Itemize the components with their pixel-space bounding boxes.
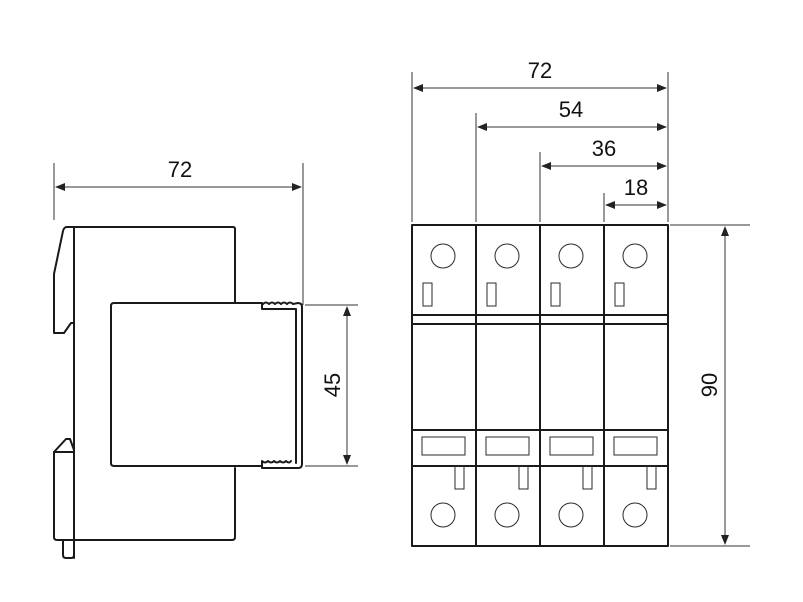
side-body-bottom xyxy=(53,467,236,541)
din-clip-bottom xyxy=(53,451,75,538)
terminal-screw-top-icon xyxy=(494,243,520,269)
status-indicator-window xyxy=(549,436,594,456)
terminal-screw-bottom-icon xyxy=(622,502,648,528)
module-outline xyxy=(475,224,541,547)
terminal-screw-bottom-icon xyxy=(494,502,520,528)
bottom-terminal-slot xyxy=(646,465,657,490)
front-cap-grip-grooves xyxy=(261,301,303,469)
bottom-terminal-slot xyxy=(518,465,529,490)
front-cap-inner xyxy=(261,302,297,464)
module-outline xyxy=(603,224,669,547)
terminal-screw-bottom-icon xyxy=(558,502,584,528)
top-terminal-slot xyxy=(614,282,625,307)
side-front-body xyxy=(110,302,263,467)
side-width-label: 72 xyxy=(168,157,192,182)
terminal-screw-top-icon xyxy=(622,243,648,269)
modules-group xyxy=(411,224,669,547)
top-terminal-slot xyxy=(550,282,561,307)
top-terminal-slot xyxy=(486,282,497,307)
status-indicator-window xyxy=(421,436,466,456)
side-view: 72 45 xyxy=(53,157,358,559)
front-width-label-18: 18 xyxy=(624,175,648,200)
terminal-screw-bottom-icon xyxy=(430,502,456,528)
din-clip-top xyxy=(53,226,75,334)
din-clip-release-tab xyxy=(62,539,75,559)
din-clip-bottom-tab xyxy=(53,438,75,453)
front-view: 72 54 36 18 90 xyxy=(411,58,750,547)
status-indicator-window xyxy=(485,436,530,456)
module-outline xyxy=(539,224,605,547)
side-height-label: 45 xyxy=(320,373,345,397)
status-indicator-window xyxy=(613,436,658,456)
front-width-label-72: 72 xyxy=(528,58,552,83)
terminal-screw-top-icon xyxy=(430,243,456,269)
top-terminal-slot xyxy=(422,282,433,307)
side-body-top xyxy=(74,226,236,304)
bottom-terminal-slot xyxy=(454,465,465,490)
front-width-label-36: 36 xyxy=(592,136,616,161)
module-outline xyxy=(411,224,477,547)
front-width-label-54: 54 xyxy=(559,97,583,122)
bottom-terminal-slot xyxy=(582,465,593,490)
front-height-label: 90 xyxy=(697,373,722,397)
terminal-screw-top-icon xyxy=(558,243,584,269)
